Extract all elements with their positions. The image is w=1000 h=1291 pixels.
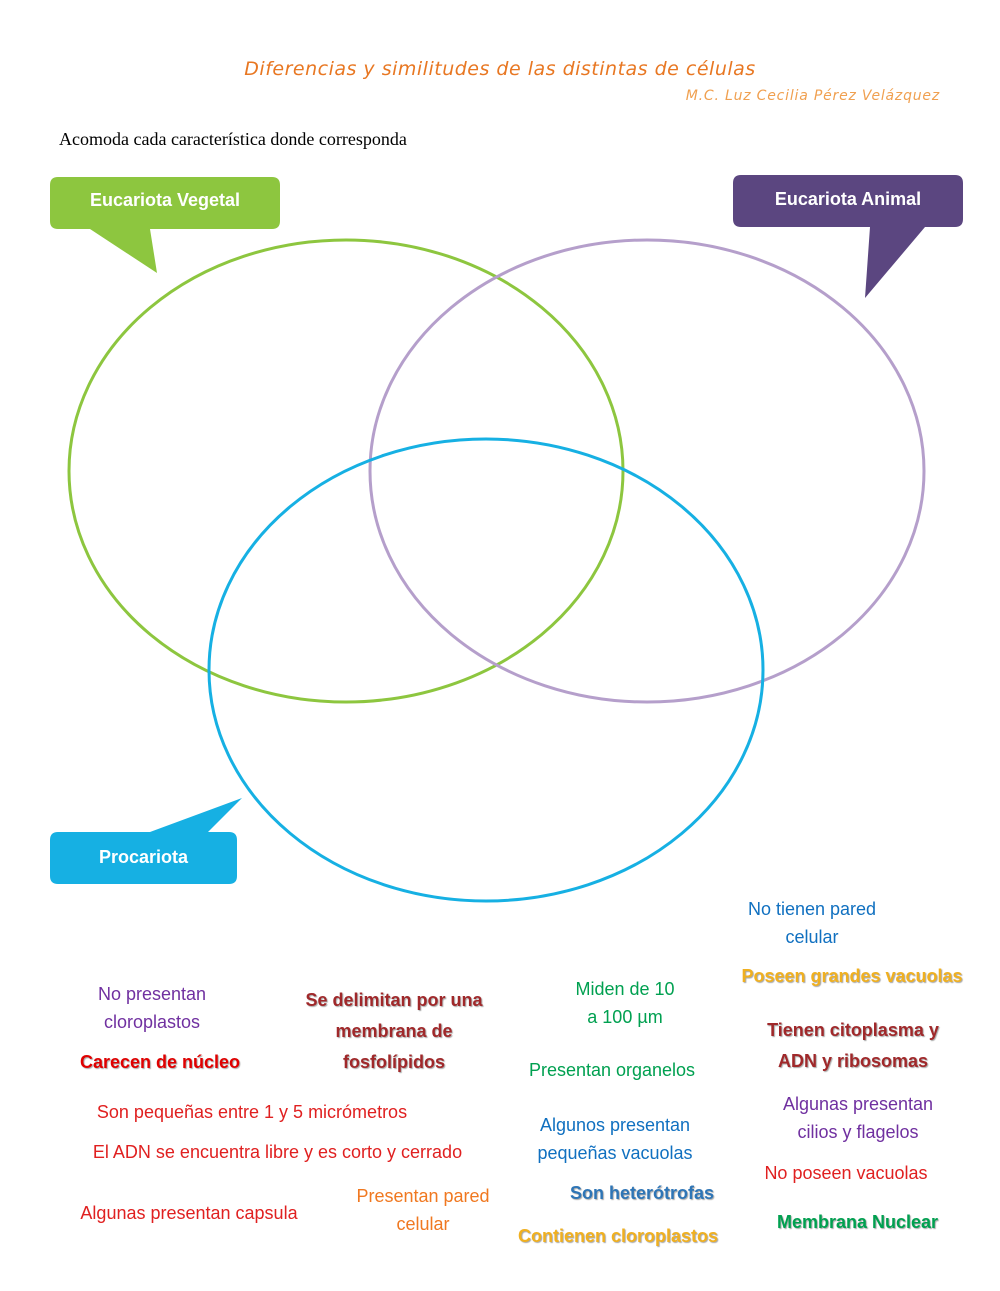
venn-circle-vegetal xyxy=(67,238,625,704)
page-title: Diferencias y similitudes de las distint… xyxy=(244,58,756,80)
item-line: El ADN se encuentra libre y es corto y c… xyxy=(92,1142,463,1162)
item-citoplasma[interactable]: Tienen citoplasma y ADN y ribosomas xyxy=(738,1015,968,1077)
item-line: No poseen vacuolas xyxy=(764,1163,928,1183)
item-membrana-nuclear[interactable]: Membrana Nuclear xyxy=(755,1208,960,1236)
venn-circle-animal xyxy=(368,238,926,704)
item-line: Son pequeñas entre 1 y 5 micrómetros xyxy=(96,1102,408,1122)
item-pequenas-vacuolas[interactable]: Algunos presentan pequeñas vacuolas xyxy=(510,1111,720,1167)
item-miden[interactable]: Miden de 10 a 100 µm xyxy=(535,975,715,1031)
item-line: Algunas presentan capsula xyxy=(80,1203,298,1223)
item-pequenas[interactable]: Son pequeñas entre 1 y 5 micrómetros xyxy=(52,1098,452,1126)
item-membrana-fosfolipidos[interactable]: Se delimitan por una membrana de fosfolí… xyxy=(274,985,514,1078)
item-line: Presentan organelos xyxy=(528,1060,696,1080)
item-line: ADN y ribosomas xyxy=(777,1051,929,1071)
item-no-vacuolas[interactable]: No poseen vacuolas xyxy=(740,1159,952,1187)
author-name: M.C. Luz Cecilia Pérez Velázquez xyxy=(685,88,940,104)
item-line: cloroplastos xyxy=(103,1012,201,1032)
category-label-animal: Eucariota Animal xyxy=(774,189,922,209)
venn-circle-procariota xyxy=(207,437,765,903)
category-label-procariota: Procariota xyxy=(98,847,189,867)
item-line: Carecen de núcleo xyxy=(79,1052,241,1072)
item-line: Algunas presentan xyxy=(782,1094,934,1114)
item-line: a 100 µm xyxy=(587,1007,663,1027)
item-line: pequeñas vacuolas xyxy=(537,1143,693,1163)
item-cilios[interactable]: Algunas presentan cilios y flagelos xyxy=(758,1090,958,1146)
item-organelos[interactable]: Presentan organelos xyxy=(502,1056,722,1084)
item-grandes-vacuolas[interactable]: Poseen grandes vacuolas xyxy=(727,962,977,990)
item-line: Miden de 10 xyxy=(575,979,675,999)
callout-animal-bubble xyxy=(733,175,963,298)
item-pared-celular[interactable]: Presentan pared celular xyxy=(333,1182,513,1238)
item-line: No presentan xyxy=(97,984,207,1004)
callout-vegetal-bubble xyxy=(50,177,280,273)
item-line: cilios y flagelos xyxy=(797,1122,919,1142)
item-line: celular xyxy=(785,927,839,947)
item-line: Tienen citoplasma y xyxy=(767,1020,939,1040)
callout-procariota-bubble xyxy=(50,798,242,884)
item-adn-libre[interactable]: El ADN se encuentra libre y es corto y c… xyxy=(50,1138,505,1166)
item-line: Presentan pared xyxy=(356,1186,490,1206)
item-line: No tienen pared xyxy=(747,899,877,919)
item-heterotrofas[interactable]: Son heterótrofas xyxy=(547,1179,737,1207)
item-no-cloroplastos[interactable]: No presentan cloroplastos xyxy=(52,980,252,1036)
item-capsula[interactable]: Algunas presentan capsula xyxy=(50,1199,328,1227)
item-line: Son heterótrofas xyxy=(569,1183,715,1203)
item-line: Membrana Nuclear xyxy=(776,1212,939,1232)
item-line: fosfolípidos xyxy=(343,1052,445,1072)
item-cloroplastos[interactable]: Contienen cloroplastos xyxy=(498,1222,738,1250)
instruction-text: Acomoda cada característica donde corres… xyxy=(59,129,407,149)
item-line: Contienen cloroplastos xyxy=(517,1226,719,1246)
item-line: celular xyxy=(396,1214,450,1234)
item-line: Algunos presentan xyxy=(539,1115,691,1135)
item-carecen-nucleo[interactable]: Carecen de núcleo xyxy=(50,1048,270,1076)
item-no-pared[interactable]: No tienen pared celular xyxy=(722,895,902,951)
category-label-vegetal: Eucariota Vegetal xyxy=(89,190,241,210)
item-line: Se delimitan por una xyxy=(305,990,483,1010)
item-line: Poseen grandes vacuolas xyxy=(741,966,963,986)
item-line: membrana de xyxy=(335,1021,453,1041)
